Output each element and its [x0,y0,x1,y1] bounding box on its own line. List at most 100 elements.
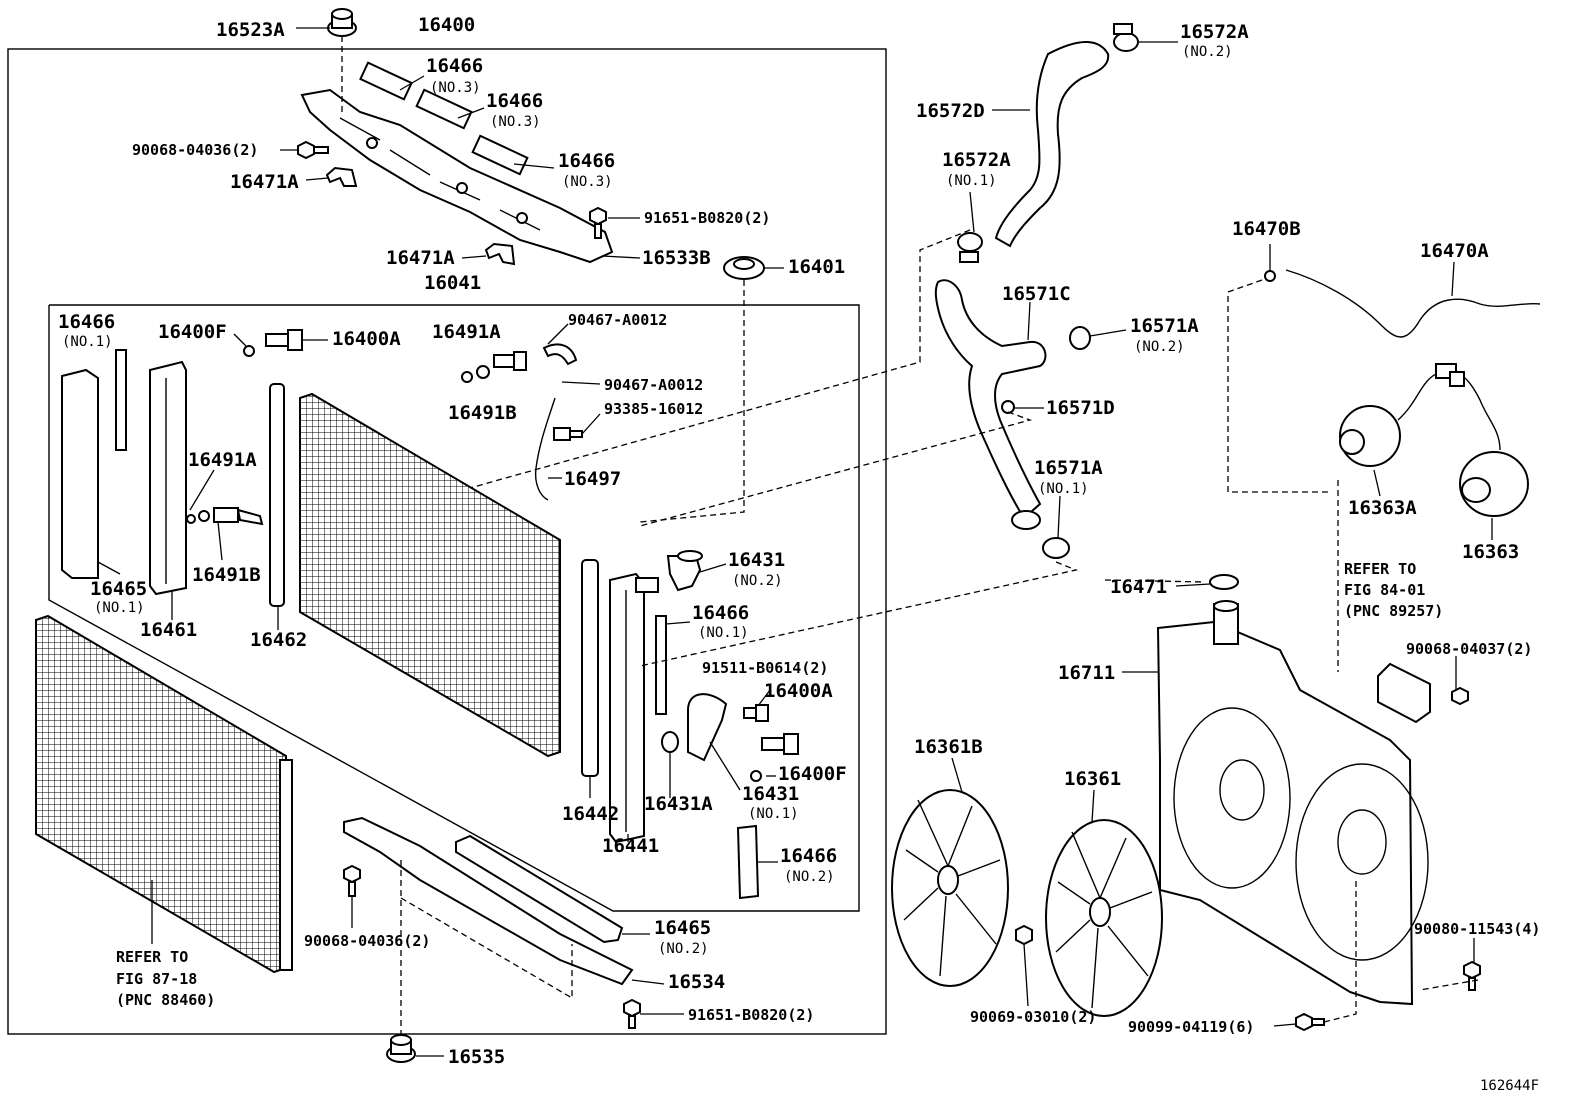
label-16363A: 16363A [1348,497,1417,519]
label-16572A-no1: (NO.1) [946,173,997,189]
bolt-90099 [1295,1012,1325,1032]
tank-16461 [149,360,187,596]
label-90467-b: 90467-A0012 [604,376,703,394]
label-16465-no2-sub: (NO.2) [658,941,709,957]
label-91511: 91511-B0614(2) [702,659,828,677]
label-16497: 16497 [564,468,621,490]
o-ring-16491A-top [461,371,473,383]
label-16572A-no2: (NO.2) [1182,44,1233,60]
label-16523A: 16523A [216,19,285,41]
cap-16471 [1209,574,1239,590]
label-16466-no1-right: 16466 [692,602,749,624]
label-16571A-no1: (NO.1) [1038,481,1089,497]
label-refer-87-line3: (PNC 88460) [116,991,215,1009]
clamp-16572A-no1 [957,232,983,263]
label-16466-b: 16466 [486,90,543,112]
label-16466-a: 16466 [426,55,483,77]
label-16491B-top: 16491B [448,402,517,424]
label-refer-87-line2: FIG 87-18 [116,970,197,988]
fitting-top [493,351,527,371]
label-16466-no1-left: 16466 [58,311,115,333]
gasket-16462 [269,383,285,607]
label-90068-04037: 90068-04037(2) [1406,640,1532,658]
label-16363: 16363 [1462,541,1519,563]
cushion-16535 [386,1034,416,1063]
label-16462: 16462 [250,629,307,651]
label-16465-left: 16465 [90,578,147,600]
hose-16571C [934,279,1047,520]
drain-plug-16400A-top [265,329,303,351]
label-16466-no1-right-sub: (NO.1) [698,625,749,641]
o-ring-16491B-top [476,365,490,379]
elbow-16431-no1 [687,693,728,762]
label-16361: 16361 [1064,768,1121,790]
label-16466-no2: 16466 [780,845,837,867]
label-16431-no2: (NO.2) [732,573,783,589]
label-16400: 16400 [418,14,475,36]
label-16572A-mid: 16572A [942,149,1011,171]
cushion-16466-c [471,134,529,176]
overflow-tube-16470A [1285,269,1541,338]
fitting-mid [186,507,264,526]
label-16491A-top: 16491A [432,321,501,343]
label-16471A-top: 16471A [230,171,299,193]
hose-90467 [542,343,578,366]
label-90068-04036-bottom: 90068-04036(2) [304,932,430,950]
label-16466-c: 16466 [558,150,615,172]
bolt-93385 [553,427,583,441]
seal-16466-no1-left [115,349,127,451]
label-16491B-mid: 16491B [192,564,261,586]
bolt-90068-bottom [343,864,361,897]
bolt-91651-top [589,206,607,239]
condenser-assembly [35,614,287,974]
label-16471: 16471 [1110,576,1167,598]
label-91651-top: 91651-B0820(2) [644,209,770,227]
seal-16465-no1 [61,368,99,579]
condenser-side-tank [279,759,293,971]
fan-16361 [1045,819,1163,1017]
label-16571A-mid: 16571A [1034,457,1103,479]
label-16466-a-no3: (NO.3) [430,80,481,96]
tank-16441 [609,572,645,844]
label-16571A-top: 16571A [1130,315,1199,337]
label-16470B: 16470B [1232,218,1301,240]
label-16465-no2: 16465 [654,917,711,939]
fan-16361B [891,789,1009,987]
label-16534: 16534 [668,971,725,993]
seal-16466-no2 [736,824,760,900]
label-16400F-right: 16400F [778,763,847,785]
clamp-16470B [1264,270,1276,282]
label-16535: 16535 [448,1046,505,1068]
hose-end [1011,510,1041,530]
gasket-16442 [581,559,599,777]
label-16466-no1-left-sub: (NO.1) [62,334,113,350]
bolt-91651-bottom [623,998,641,1029]
bolt-90080 [1463,960,1481,991]
label-refer-84-line3: (PNC 89257) [1344,602,1443,620]
label-16401: 16401 [788,256,845,278]
upper-support-16533B [300,88,614,264]
lower-support-16534 [343,816,634,986]
drain-plug-16400A-right [761,733,799,755]
pipe-16497 [534,397,556,501]
elbow-16431-no2 [666,550,703,592]
label-refer-87-line1: REFER TO [116,948,188,966]
label-16466-b-no3: (NO.3) [490,114,541,130]
label-16491A-mid: 16491A [188,449,257,471]
label-16441: 16441 [602,835,659,857]
label-refer-84-line2: FIG 84-01 [1344,581,1425,599]
cushion-16466-a [359,61,413,101]
label-16431-no1: (NO.1) [748,806,799,822]
label-16442: 16442 [562,803,619,825]
bracket-16471A-mid [484,242,516,266]
clamp-16572A-no2 [1113,23,1139,52]
bracket-16471A-top [325,166,358,187]
label-16461: 16461 [140,619,197,641]
radiator-assembly-frame [7,48,887,1035]
label-93385: 93385-16012 [604,400,703,418]
label-16571D: 16571D [1046,397,1115,419]
fan-motor-16363A [1339,370,1501,467]
label-16466-no2-sub: (NO.2) [784,869,835,885]
label-90068-04036-top: 90068-04036(2) [132,141,258,159]
